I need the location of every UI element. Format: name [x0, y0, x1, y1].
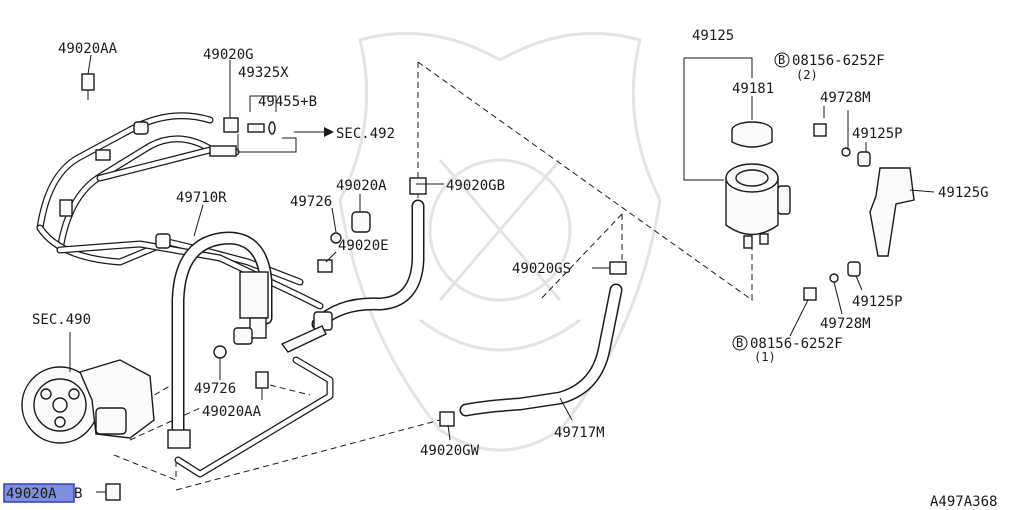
label-leader-lines: [69, 54, 867, 493]
dashed-leaders: [113, 61, 753, 491]
hose-fitting-lower: [167, 429, 191, 449]
reservoir-return-port: [777, 185, 791, 215]
bolt-49020A: [351, 211, 371, 233]
washer-49726: [330, 232, 342, 244]
bolt-08156-low: [803, 287, 817, 301]
label-49181[interactable]: 49181: [732, 81, 774, 97]
label-49020A[interactable]: 49020A: [336, 178, 387, 194]
bolt-prefix-top: B: [778, 53, 785, 67]
clamp-49020G: [223, 117, 239, 133]
label-08156-low-qty: (1): [754, 350, 776, 364]
hose-49710R: [167, 231, 334, 478]
part-labels: 49020AA 49020G 49325X 49455+B SEC.492 49…: [3, 28, 997, 510]
banjo-bolt: [233, 327, 253, 345]
return-hose-upper: [280, 177, 427, 353]
label-49020E[interactable]: 49020E: [338, 238, 389, 254]
o-ring-49455B: [268, 121, 276, 135]
reservoir-body: [725, 177, 779, 236]
watermark-emblem: [338, 31, 662, 452]
pipe-clamp-fitting: [59, 199, 73, 217]
hose-clamp-49020GS: [609, 261, 627, 275]
bolt-prefix-circle-low: [732, 335, 748, 351]
bolt-49020AA-lower: [255, 371, 269, 389]
bolt-prefix-circle-top: [774, 52, 790, 68]
label-49726-top[interactable]: 49726: [290, 194, 332, 210]
clip-49020E: [317, 259, 333, 273]
highlight-box: [3, 483, 75, 503]
hose-clamp-49020GW: [439, 411, 455, 427]
label-49728M-top[interactable]: 49728M: [820, 90, 871, 106]
label-49125P-top[interactable]: 49125P: [852, 126, 903, 142]
figure-code: A497A368: [930, 494, 997, 510]
label-49020G[interactable]: 49020G: [203, 47, 254, 63]
reservoir-outlet: [743, 235, 753, 249]
washer-49728M-top: [841, 147, 851, 157]
bolt-08156-top: [813, 123, 827, 137]
label-49726-low[interactable]: 49726: [194, 381, 236, 397]
label-49325X[interactable]: 49325X: [238, 65, 289, 81]
pipe-bracket: [95, 149, 111, 161]
connector-49325X: [247, 123, 265, 133]
label-49020GW[interactable]: 49020GW: [420, 443, 480, 459]
pipe-grommet: [155, 233, 171, 249]
label-sec492[interactable]: SEC.492: [336, 126, 395, 142]
label-49020AB-tail[interactable]: B: [74, 486, 82, 502]
label-08156-top-qty: (2): [796, 68, 818, 82]
washer-49726-lower: [213, 345, 227, 359]
pipe-end-fitting: [209, 145, 237, 157]
label-49020AA-low[interactable]: 49020AA: [202, 404, 262, 420]
label-49125[interactable]: 49125: [692, 28, 734, 44]
label-49125P-low[interactable]: 49125P: [852, 294, 903, 310]
return-pipe-segment: [280, 325, 327, 353]
washer-49728M-low: [829, 273, 839, 283]
label-49020AB[interactable]: 49020A: [6, 486, 57, 502]
grommet-49125P-top: [857, 151, 871, 167]
label-49455B[interactable]: 49455+B: [258, 94, 317, 110]
arrow-to-sec492-icon: [324, 127, 334, 137]
pipe-grommet-upper: [133, 121, 149, 135]
label-49125G[interactable]: 49125G: [938, 185, 989, 201]
bracket-plate: [869, 167, 915, 257]
label-49020GB[interactable]: 49020GB: [446, 178, 505, 194]
mounting-hardware-upper: [317, 194, 371, 273]
bolt-49020AA-upper: [81, 73, 95, 91]
return-fittings: [209, 95, 334, 157]
hose-fitting-upper: [239, 271, 269, 319]
reservoir-tank-49125: [683, 57, 791, 249]
reservoir-bracket-49125G: [803, 123, 935, 301]
hose-clamp-49020GB: [409, 177, 427, 195]
bolt-49020AB: [105, 483, 121, 501]
label-sec490[interactable]: SEC.490: [32, 312, 91, 328]
label-49710R[interactable]: 49710R: [176, 190, 227, 206]
bolt-prefix-low: B: [736, 336, 743, 350]
grommet-49125P-low: [847, 261, 861, 277]
label-49020GS[interactable]: 49020GS: [512, 261, 571, 277]
label-49020AA-top[interactable]: 49020AA: [58, 41, 118, 57]
label-08156-low[interactable]: 08156-6252F: [750, 336, 843, 352]
label-49728M-low[interactable]: 49728M: [820, 316, 871, 332]
power-steering-pump: [21, 73, 269, 501]
label-49717M[interactable]: 49717M: [554, 425, 605, 441]
label-08156-top[interactable]: 08156-6252F: [792, 53, 885, 69]
